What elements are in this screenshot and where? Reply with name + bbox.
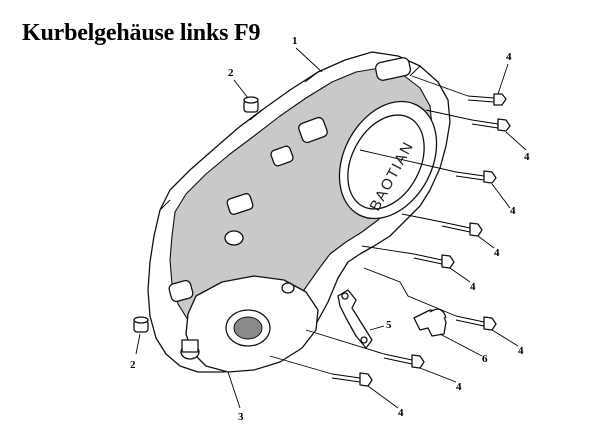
callout-4-f: 4 xyxy=(518,345,524,357)
bolt-2 xyxy=(471,118,511,132)
crankcase-cover-left: BAOTIAN xyxy=(147,51,451,373)
dowel-pin-upper xyxy=(243,96,259,113)
callout-5: 5 xyxy=(386,319,392,331)
bracket-part-5 xyxy=(337,289,373,349)
callout-4-h: 4 xyxy=(398,407,404,419)
callout-6: 6 xyxy=(482,353,488,365)
callout-4-a: 4 xyxy=(506,51,512,63)
callout-4-g: 4 xyxy=(456,381,462,393)
bolt-8 xyxy=(331,372,373,387)
bolt-6 xyxy=(455,315,497,331)
bolt-5 xyxy=(413,253,455,269)
callout-labels: 1 2 2 3 4 4 4 4 4 4 4 4 5 6 xyxy=(130,35,530,423)
callout-4-c: 4 xyxy=(510,205,516,217)
callout-4-b: 4 xyxy=(524,151,530,163)
callout-1: 1 xyxy=(292,35,298,47)
bolt-4 xyxy=(441,221,483,237)
diagram-title: Kurbelgehäuse links F9 xyxy=(22,20,261,46)
callout-4-d: 4 xyxy=(494,247,500,259)
bolt-7 xyxy=(383,353,425,369)
bolt-group xyxy=(331,93,511,387)
bolt-3 xyxy=(455,170,497,184)
clamp-part-6 xyxy=(413,308,447,337)
leader-lines xyxy=(135,47,527,409)
callout-2-upper: 2 xyxy=(228,67,234,79)
bolt-1 xyxy=(467,93,507,106)
callout-2-lower: 2 xyxy=(130,359,136,371)
dowel-pin-lower xyxy=(133,316,149,333)
callout-3: 3 xyxy=(238,411,244,423)
callout-4-e: 4 xyxy=(470,281,476,293)
